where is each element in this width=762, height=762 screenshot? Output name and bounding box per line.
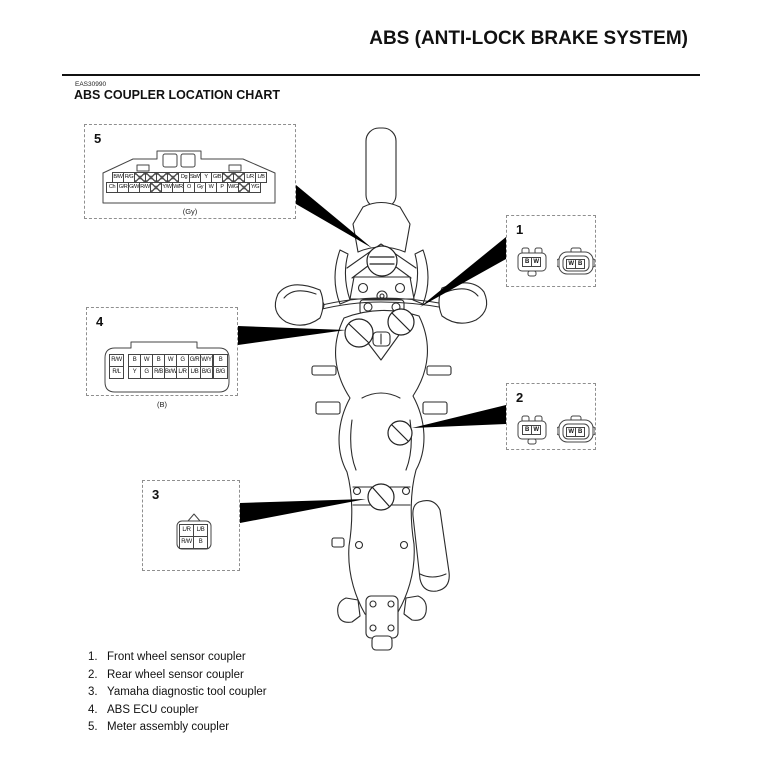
exhaust-muffler [412,500,450,592]
pin-cell: L/B [255,172,267,183]
callout-number-2: 2 [516,390,524,405]
legend-item-number: 5. [88,721,98,734]
legend-item-label: Front wheel sensor coupler [107,651,246,663]
legend-item: 1. Front wheel sensor coupler [88,649,267,667]
meter-location-circle [366,245,398,277]
leader-4 [238,326,346,345]
pin-cell: B/G [200,366,213,379]
pin-cell: B [575,259,585,269]
legend-item: 4. ABS ECU coupler [88,702,267,720]
legend-item-label: Meter assembly coupler [107,721,230,734]
section-title: ABS COUPLER LOCATION CHART [74,88,281,102]
legend-item-label: Yamaha diagnostic tool coupler [107,686,267,699]
pin-cell: L/B [193,524,208,537]
housing-color-label: (Gy) [182,207,198,216]
legend-item-label: Rear wheel sensor coupler [107,668,244,681]
callout-number-4: 4 [96,314,104,329]
legend-item-number: 1. [88,651,98,663]
pin-cell: W [531,257,541,267]
legend-item: 2. Rear wheel sensor coupler [88,667,267,685]
coupler-legend-list: 1. Front wheel sensor coupler 2. Rear whee… [88,649,267,737]
legend-item: 5. Meter assembly coupler [88,719,267,737]
pin-cell: B/G [213,366,228,379]
legend-item-number: 2. [88,668,98,681]
page-title: ABS (ANTI-LOCK BRAKE SYSTEM) [369,28,688,49]
callout-number-1: 1 [516,222,524,237]
legend-item: 3. Yamaha diagnostic tool coupler [88,684,267,702]
pin-cell: G [140,366,153,379]
leader-5 [296,185,372,248]
front-wheel [365,127,397,209]
housing-color-label: (B) [157,400,167,409]
pin-cell: Y/G [249,182,261,193]
leader-wedges [238,185,506,523]
front-fender [352,201,411,253]
pin-cell: R/L [109,366,124,379]
legend-item-number: 4. [88,703,98,716]
pin-cell: B [193,536,208,549]
pin-cell: R/W [179,536,194,549]
section-code: EAS30990 [75,81,107,88]
body-silhouette [335,309,428,620]
legend-item-number: 3. [88,686,98,699]
leader-2 [412,405,506,428]
pin-cell: B [575,427,585,437]
header-rule [62,74,700,77]
callout-number-5: 5 [94,131,102,146]
leader-1 [420,237,506,307]
pin-cell: W [531,425,541,435]
legend-item-label: ABS ECU coupler [107,703,199,716]
leader-3 [240,499,366,523]
callout-circles [344,245,415,511]
callout-number-3: 3 [152,487,160,502]
